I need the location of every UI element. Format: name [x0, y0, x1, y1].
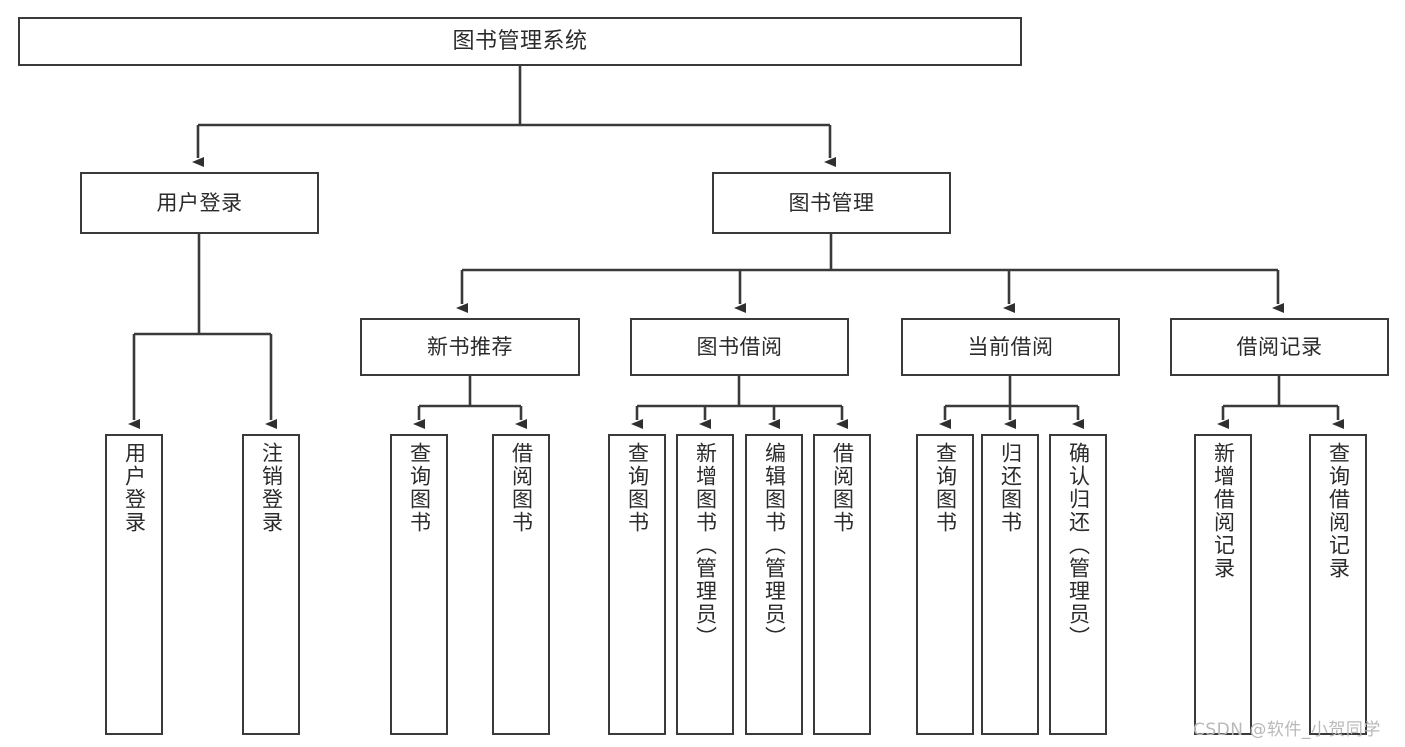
leaf-borrow-record-add[interactable]: 新增借阅记录 — [1194, 434, 1252, 735]
leaf-current-borrow-return[interactable]: 归还图书 — [981, 434, 1039, 735]
node-label: 归还图书 — [998, 442, 1023, 534]
node-new-book-recommend[interactable]: 新书推荐 — [360, 318, 580, 376]
node-label: 新增图书（管理员） — [693, 442, 718, 649]
node-user-login[interactable]: 用户登录 — [80, 172, 319, 234]
leaf-current-borrow-query[interactable]: 查询图书 — [916, 434, 974, 735]
leaf-new-book-borrow[interactable]: 借阅图书 — [492, 434, 550, 735]
node-label: 图书管理系统 — [452, 28, 588, 54]
node-label: 编辑图书（管理员） — [762, 442, 787, 649]
node-borrow-record[interactable]: 借阅记录 — [1170, 318, 1389, 376]
leaf-user-login-logout[interactable]: 注销登录 — [242, 434, 300, 735]
leaf-user-login-login[interactable]: 用户登录 — [105, 434, 163, 735]
node-label: 借阅图书 — [509, 442, 534, 534]
node-label: 新增借阅记录 — [1211, 442, 1236, 580]
leaf-book-borrow-edit[interactable]: 编辑图书（管理员） — [745, 434, 803, 735]
node-label: 查询图书 — [933, 442, 958, 534]
leaf-borrow-record-query[interactable]: 查询借阅记录 — [1309, 434, 1367, 735]
leaf-book-borrow-add[interactable]: 新增图书（管理员） — [676, 434, 734, 735]
node-label: 用户登录 — [156, 190, 243, 215]
node-root-system[interactable]: 图书管理系统 — [18, 17, 1022, 66]
node-label: 新书推荐 — [427, 334, 513, 359]
node-label: 借阅记录 — [1236, 334, 1323, 359]
csdn-watermark: CSDN @软件_小贺同学 — [1193, 720, 1381, 740]
node-label: 确认归还（管理员） — [1066, 442, 1091, 649]
node-current-borrow[interactable]: 当前借阅 — [901, 318, 1120, 376]
node-label: 查询图书 — [625, 442, 650, 534]
node-label: 借阅图书 — [830, 442, 855, 534]
leaf-book-borrow-borrow[interactable]: 借阅图书 — [813, 434, 871, 735]
node-label: 注销登录 — [259, 442, 284, 534]
leaf-new-book-query[interactable]: 查询图书 — [390, 434, 448, 735]
node-label: 图书借阅 — [696, 334, 783, 359]
node-label: 图书管理 — [788, 190, 875, 215]
leaf-book-borrow-query[interactable]: 查询图书 — [608, 434, 666, 735]
node-label: 用户登录 — [122, 442, 147, 534]
leaf-current-borrow-confirm-return[interactable]: 确认归还（管理员） — [1049, 434, 1107, 735]
node-label: 查询图书 — [407, 442, 432, 534]
node-label: 查询借阅记录 — [1326, 442, 1351, 580]
node-book-management[interactable]: 图书管理 — [712, 172, 951, 234]
node-label: 当前借阅 — [967, 334, 1054, 359]
node-book-borrow[interactable]: 图书借阅 — [630, 318, 849, 376]
